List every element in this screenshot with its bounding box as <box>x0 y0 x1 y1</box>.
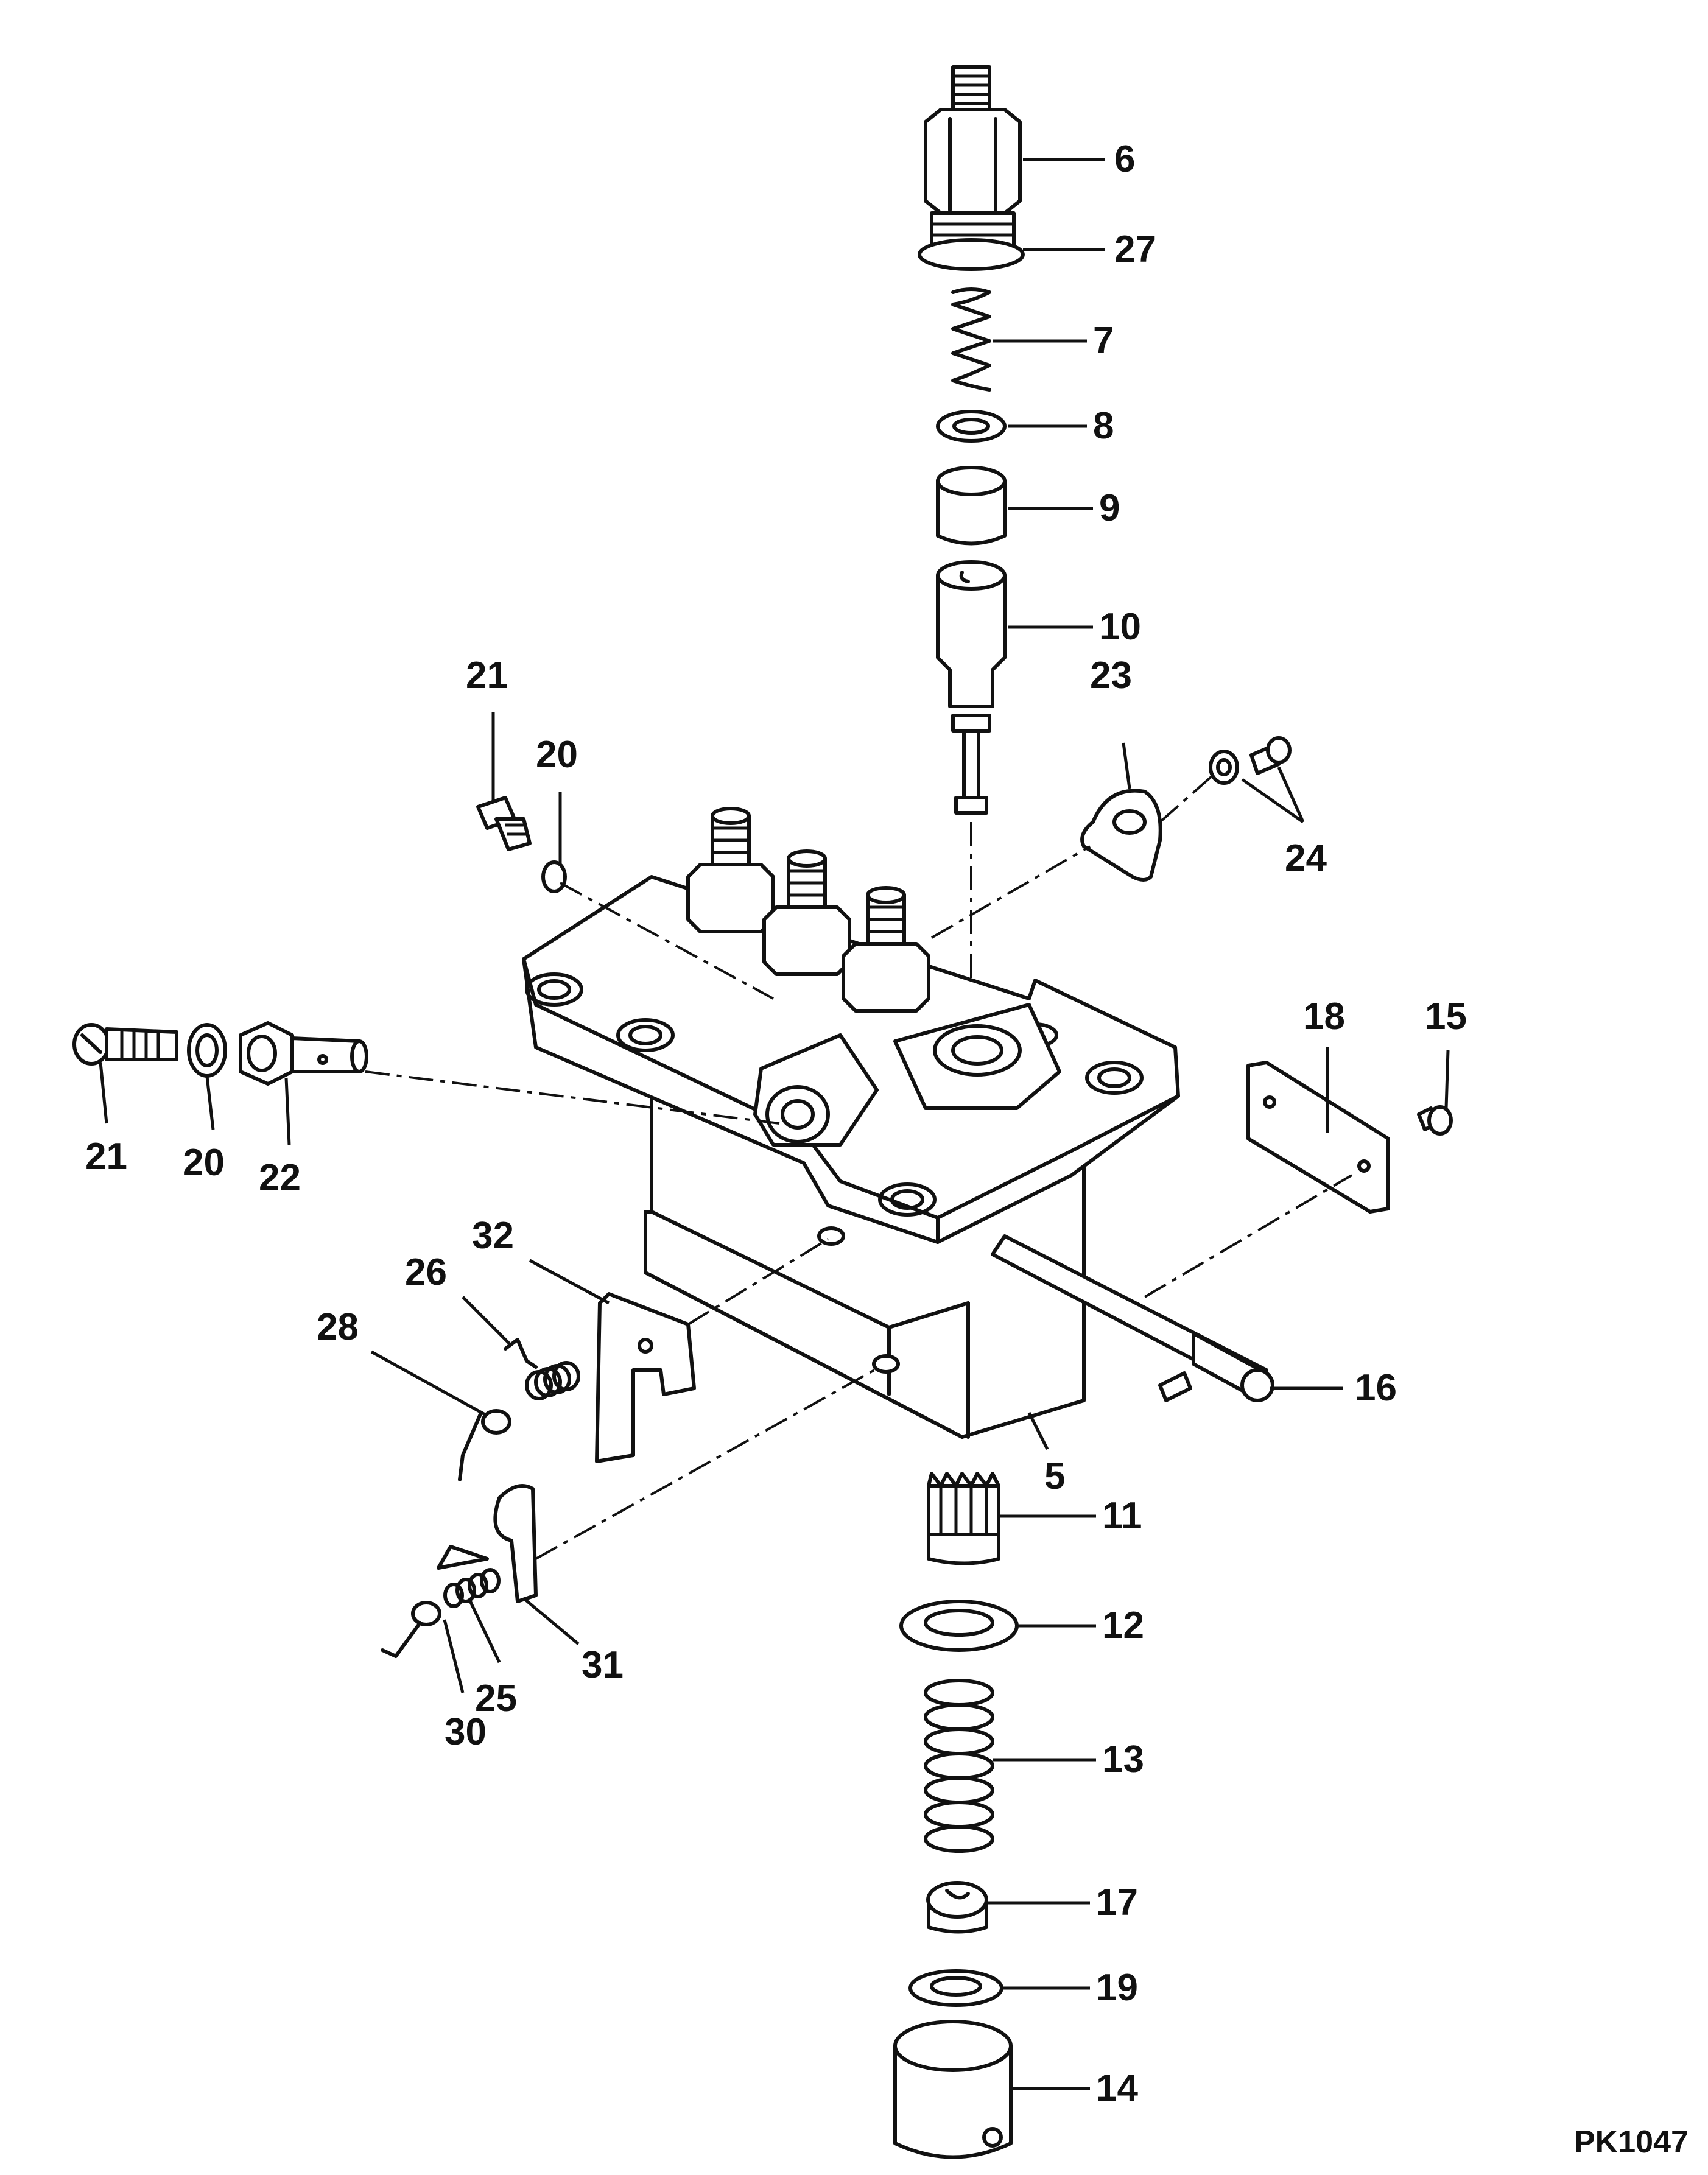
clip-28-part <box>458 1409 511 1481</box>
washer-20-upper-part <box>541 860 567 893</box>
callout-25: 25 <box>475 1678 517 1720</box>
callout-9: 9 <box>1099 487 1120 529</box>
assembly-line-22 <box>365 1070 780 1125</box>
plunger-spring-13-part <box>924 1679 994 1853</box>
leader-lines <box>99 158 1450 2090</box>
clip-30-part <box>381 1601 441 1658</box>
callout-17: 17 <box>1096 1882 1138 1924</box>
pinion-11-part <box>927 1472 1000 1565</box>
callout-8: 8 <box>1093 405 1114 447</box>
plate-18-part <box>1246 1061 1390 1214</box>
pump-body-part <box>522 807 1180 1439</box>
screw-15-part <box>1417 1105 1453 1136</box>
callout-19: 19 <box>1096 1967 1138 2009</box>
callout-10: 10 <box>1099 606 1141 648</box>
callout-27: 27 <box>1114 228 1156 270</box>
screw-21-upper-part <box>476 796 532 851</box>
delivery-outlet-3 <box>842 886 930 1013</box>
assembly-line-24 <box>1159 775 1213 823</box>
washer-8-part <box>936 410 1007 443</box>
control-rod-16-part <box>991 1234 1274 1402</box>
callout-16: 16 <box>1355 1367 1397 1409</box>
assembly-line-23 <box>931 845 1091 939</box>
banjo-bolt-21-part <box>72 1023 178 1066</box>
callout-7: 7 <box>1093 320 1114 362</box>
lower-seat-17-part <box>926 1881 988 1934</box>
callout-5: 5 <box>1044 1455 1065 1497</box>
callout-20-lower: 20 <box>183 1142 225 1184</box>
assembly-line-21 <box>560 882 774 1000</box>
callout-31: 31 <box>582 1644 624 1686</box>
cam-plate-23-part <box>1080 789 1162 882</box>
gasket-27-part <box>918 238 1025 271</box>
assembly-line-18 <box>1144 1174 1353 1298</box>
callout-18: 18 <box>1303 996 1345 1038</box>
callout-6: 6 <box>1114 138 1135 180</box>
delivery-valve-holder-part <box>924 65 1022 258</box>
delivery-valve-9-part <box>936 466 1007 546</box>
callout-24: 24 <box>1285 837 1327 879</box>
tappet-14-part <box>893 2020 1013 2159</box>
callout-14: 14 <box>1096 2067 1138 2109</box>
spring-26-part <box>504 1338 580 1400</box>
spring-25-part <box>443 1568 501 1608</box>
spring-seat-12-part <box>899 1600 1019 1652</box>
delivery-outlet-1 <box>686 807 775 933</box>
callout-21-lower: 21 <box>85 1136 127 1178</box>
assembly-line-32 <box>687 1238 829 1326</box>
callout-30: 30 <box>445 1711 487 1753</box>
callout-22: 22 <box>259 1157 301 1199</box>
plunger-barrel-10-part <box>936 560 1007 815</box>
callout-23: 23 <box>1090 655 1132 697</box>
lever-31-part <box>437 1484 538 1603</box>
callout-32: 32 <box>472 1215 514 1257</box>
callout-13: 13 <box>1102 1738 1144 1780</box>
callout-20-upper: 20 <box>536 734 578 776</box>
spring-7-part <box>951 287 991 392</box>
callout-21-upper: 21 <box>466 655 508 697</box>
callout-12: 12 <box>1102 1604 1144 1646</box>
washer-20-part <box>187 1023 227 1078</box>
shim-19-part <box>908 1969 1003 2007</box>
callout-15: 15 <box>1425 996 1467 1038</box>
delivery-outlet-2 <box>762 849 851 976</box>
figure-reference-code: PK1047 <box>1574 2124 1689 2160</box>
callout-28: 28 <box>317 1306 359 1348</box>
callout-26: 26 <box>405 1251 447 1293</box>
callout-11: 11 <box>1102 1495 1142 1537</box>
lever-32-part <box>595 1292 696 1463</box>
banjo-fitting-22-part <box>239 1021 368 1086</box>
assembly-line-31 <box>535 1366 880 1560</box>
screw-washer-24-part <box>1209 736 1292 785</box>
